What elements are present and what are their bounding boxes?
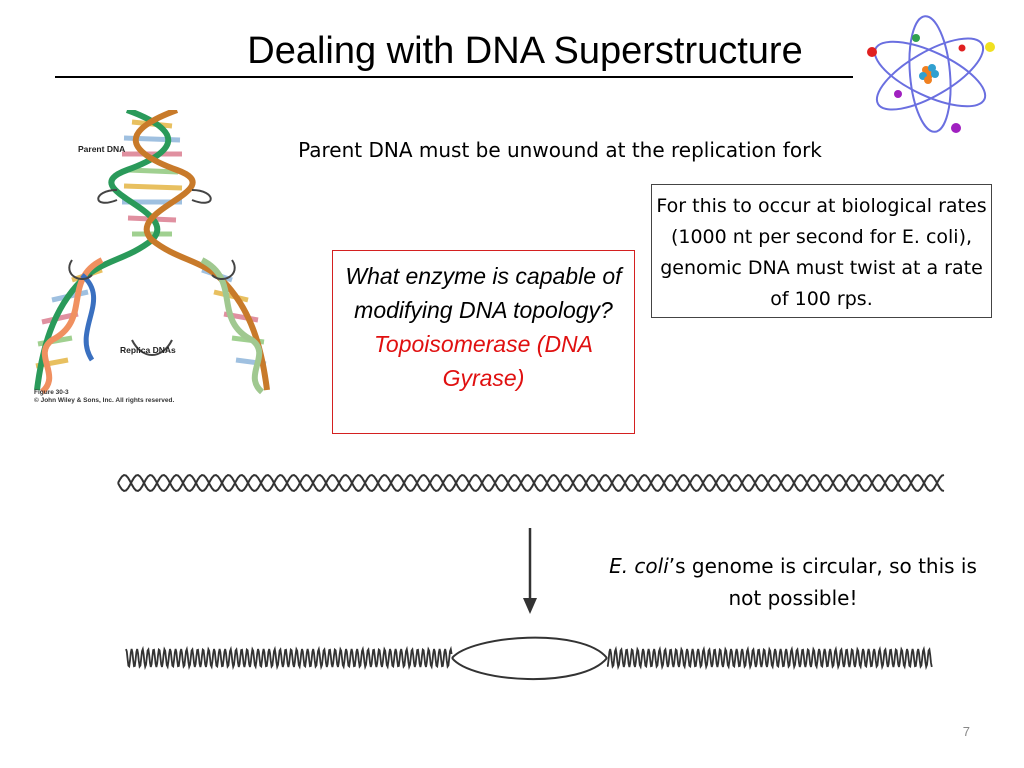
enzyme-answer: Topoisomerase (DNA Gyrase) (373, 331, 594, 391)
page-number: 7 (962, 724, 970, 739)
parent-dna-label: Parent DNA (78, 144, 126, 154)
linear-dna-diagram (117, 473, 945, 493)
figure-caption: Figure 30-3 © John Wiley & Sons, Inc. Al… (34, 389, 174, 405)
enzyme-question-box: What enzyme is capable of modifying DNA … (332, 250, 635, 434)
down-arrow-icon (523, 528, 537, 614)
enzyme-question: What enzyme is capable of modifying DNA … (345, 263, 622, 323)
subtitle-text: Parent DNA must be unwound at the replic… (298, 138, 822, 162)
circular-note-text: ’s genome is circular, so this is not po… (668, 554, 977, 610)
ecoli-italic: E. coli (609, 554, 669, 578)
slide-title: Dealing with DNA Superstructure (247, 30, 803, 72)
replica-dnas-label: Replica DNAs (120, 345, 176, 355)
figure-caption-copyright: © John Wiley & Sons, Inc. All rights res… (34, 397, 175, 404)
rate-info-box: For this to occur at biological rates (1… (651, 184, 992, 318)
supercoiled-dna-diagram (125, 636, 933, 680)
atom-icon (867, 15, 995, 133)
replication-fork-figure (34, 110, 270, 395)
figure-caption-number: Figure 30-3 (34, 389, 69, 396)
circular-genome-note: E. coli’s genome is circular, so this is… (598, 550, 988, 614)
title-underline (55, 76, 853, 78)
